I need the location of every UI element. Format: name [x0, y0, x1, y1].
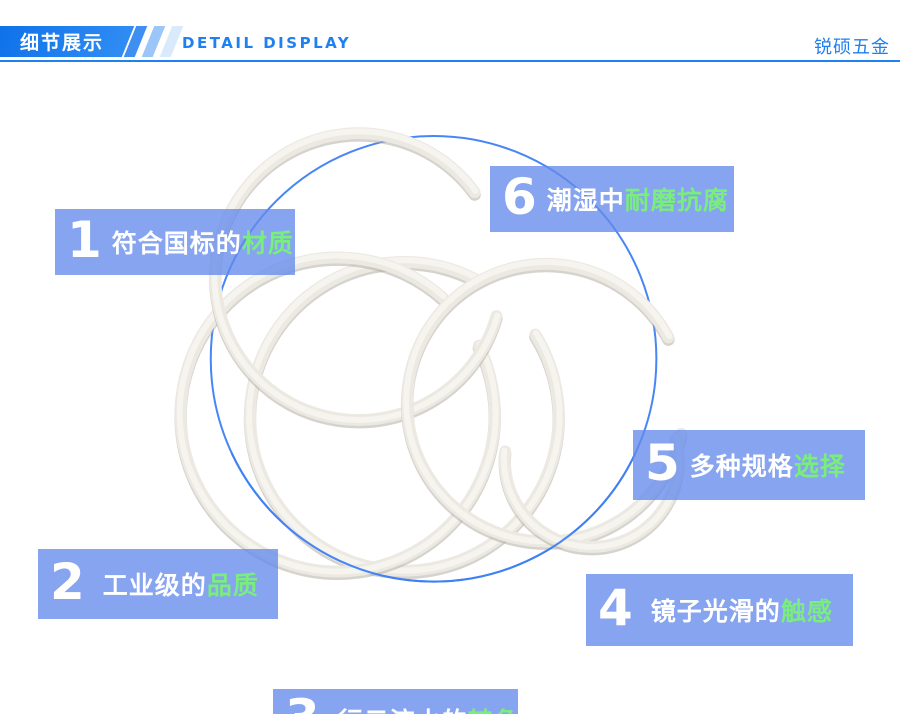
- callout-highlight: 触感: [780, 597, 833, 626]
- callout-text: 符合国标的材质: [111, 229, 294, 258]
- callout-highlight: 耐磨抗腐: [624, 186, 729, 215]
- callout-highlight: 转角: [468, 707, 520, 714]
- callout-5-sizes: 5 多种规格选择: [633, 430, 865, 500]
- callout-text: 潮湿中耐磨抗腐: [546, 186, 729, 215]
- callout-highlight: 材质: [241, 229, 294, 258]
- section-badge: 细节展示: [0, 26, 135, 57]
- callout-4-touch: 4 镜子光滑的触感: [586, 574, 853, 646]
- snap-ring: [243, 256, 565, 580]
- callout-number: 1: [67, 211, 102, 269]
- callout-number: 5: [645, 434, 680, 492]
- section-badge-label: 细节展示: [19, 32, 104, 54]
- callout-1-material: 1 符合国标的材质: [55, 209, 295, 275]
- callout-number: 2: [50, 553, 85, 611]
- callout-number: 3: [285, 693, 320, 714]
- callout-number: 6: [502, 168, 537, 226]
- callout-2-quality: 2 工业级的品质: [38, 549, 278, 619]
- header-divider: [0, 60, 900, 62]
- callout-number: 4: [598, 579, 633, 637]
- callout-highlight: 选择: [793, 452, 846, 481]
- callout-text: 镜子光滑的触感: [650, 597, 833, 626]
- callout-highlight: 品质: [206, 571, 259, 600]
- callout-text: 行云流水的转角: [338, 702, 520, 714]
- callout-text: 工业级的品质: [102, 571, 259, 600]
- callout-3-corner: 3 行云流水的转角: [273, 689, 520, 714]
- product-figure: 1 符合国标的材质 2 工业级的品质 3 行云流水的转角 4 镜子光滑的触感 5…: [0, 62, 900, 714]
- section-subtitle: DETAIL DISPLAY: [182, 34, 352, 52]
- callout-6-corrosion: 6 潮湿中耐磨抗腐: [490, 166, 734, 232]
- callout-text: 多种规格选择: [689, 452, 846, 481]
- brand-name: 锐硕五金: [814, 37, 890, 58]
